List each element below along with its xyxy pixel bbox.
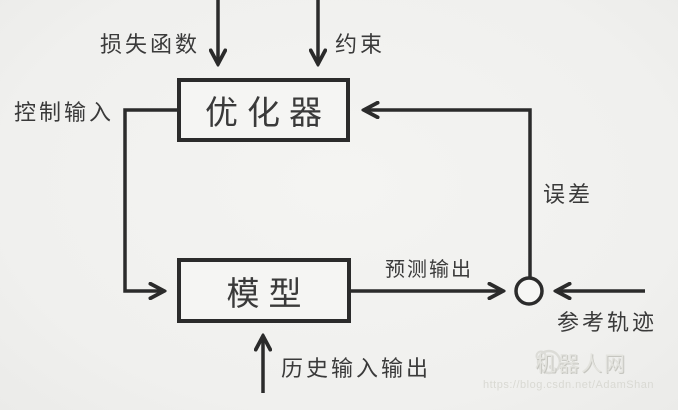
brand-logo-icon	[535, 349, 562, 375]
control-input-label: 控制输入	[14, 100, 115, 125]
brand-watermark: 机器人网	[535, 348, 627, 378]
control-input-path	[123, 108, 178, 291]
reference-trajectory-label: 参考轨迹	[557, 310, 658, 335]
optimizer-box: 优化器	[177, 78, 350, 142]
history-io-label: 历史输入输出	[281, 356, 432, 381]
loss-function-label: 损失函数	[100, 32, 201, 57]
predicted-output-label: 预测输出	[385, 259, 473, 281]
brand-watermark-text: 机器人网	[535, 353, 627, 376]
error-label: 误差	[543, 182, 594, 207]
summing-junction	[514, 276, 544, 306]
model-box-label: 模型	[226, 274, 311, 312]
optimizer-box-label: 优化器	[205, 94, 331, 131]
model-box: 模型	[177, 258, 351, 323]
constraint-label: 约束	[335, 32, 386, 57]
error-feedback-path	[364, 110, 532, 277]
watermark-url: https://blog.csdn.net/AdamShan	[483, 379, 654, 391]
